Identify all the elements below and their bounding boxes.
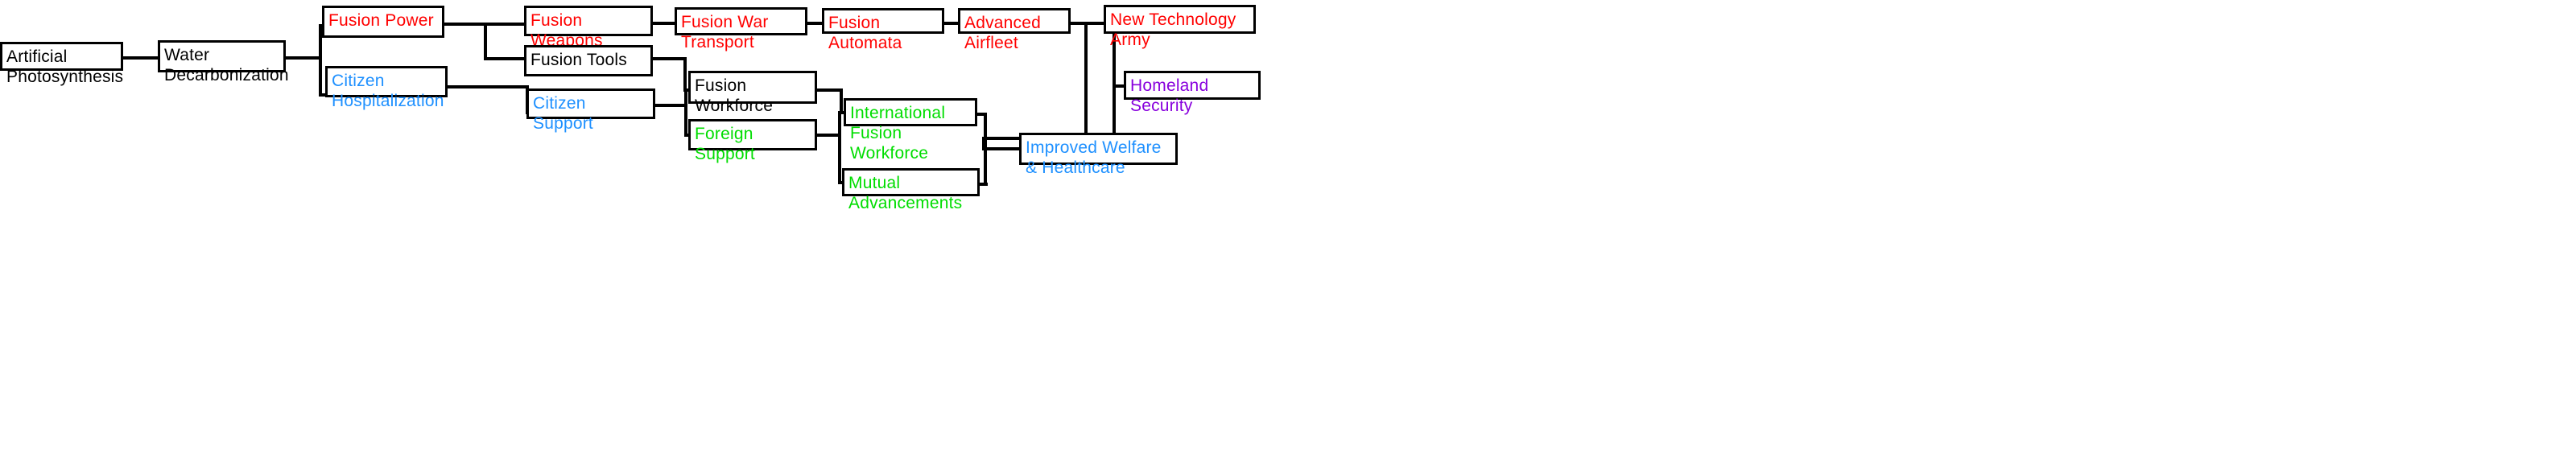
connector-line-nta-to-hs <box>1113 84 1125 88</box>
connector-line-ifw-down-v <box>984 113 987 149</box>
connector-line-fs-out <box>817 134 841 137</box>
tech-node-water-decarbonization[interactable]: Water Decarbonization <box>158 40 289 84</box>
connector-line-ft-down-v <box>683 57 687 92</box>
tech-node-international-fusion-workforce[interactable]: International Fusion Workforce <box>844 98 977 163</box>
connector-line-iw-in <box>982 147 1022 150</box>
tech-node-fusion-tools[interactable]: Fusion Tools <box>524 45 653 76</box>
tech-node-fusion-war-transport[interactable]: Fusion War Transport <box>675 7 807 51</box>
tech-node-label: Citizen Support <box>533 94 593 133</box>
tech-node-label: Citizen Hospitalization <box>332 72 444 110</box>
connector-line-ch-out <box>448 85 529 88</box>
connector-line-wd-to-ch <box>319 93 328 97</box>
tech-node-label: Artificial Photosynthesis <box>6 47 124 86</box>
tech-node-label: Advanced Airfleet <box>964 14 1042 52</box>
tech-node-label: Homeland Security <box>1130 76 1209 115</box>
connector-line-cs-down-v <box>684 104 687 135</box>
connector-line-cs-out <box>655 104 687 107</box>
connector-line-ma-up-v <box>984 147 987 184</box>
connector-line-cs-to-fs <box>684 134 691 137</box>
tech-node-fusion-power[interactable]: Fusion Power <box>322 6 444 38</box>
connector-line-fs-to-ma <box>838 181 845 184</box>
connector-line-fp-to-ft <box>484 57 526 60</box>
tech-node-fusion-weapons[interactable]: Fusion Weapons <box>524 6 653 50</box>
connector-line-fwf-out <box>817 88 843 92</box>
tech-node-label: Fusion War Transport <box>681 13 769 51</box>
connector-line-fp-split-v <box>484 23 487 60</box>
tech-node-foreign-support[interactable]: Foreign Support <box>688 119 817 163</box>
connector-line-wd-out <box>286 56 322 60</box>
tech-node-improved-welfare-healthcare[interactable]: Improved Welfare & Healthcare <box>1019 133 1178 177</box>
tech-node-citizen-support[interactable]: Citizen Support <box>526 88 655 133</box>
connector-line-ma-out <box>980 183 988 186</box>
tech-node-label: Fusion Tools <box>530 51 627 69</box>
connector-line-fw-out <box>653 22 675 25</box>
tech-node-label: Water Decarbonization <box>164 46 289 84</box>
connector-line-ifw-out <box>977 113 987 116</box>
connector-line-fwt-out <box>807 22 825 25</box>
tech-node-label: International Fusion Workforce <box>850 104 946 163</box>
connector-line-fs-down-v <box>838 134 841 184</box>
tech-node-label: Fusion Automata <box>828 14 902 52</box>
connector-line-aa-down-v <box>1084 22 1088 140</box>
tech-node-new-technology-army[interactable]: New Technology Army <box>1104 5 1256 49</box>
connector-line-aa-out <box>1071 22 1107 25</box>
connector-line-ap-wd <box>123 56 158 60</box>
connector-line-wd-split-v <box>319 24 322 97</box>
tech-node-label: Foreign Support <box>695 125 755 163</box>
connector-line-fwf-down-v <box>840 88 843 113</box>
tech-node-citizen-hospitalization[interactable]: Citizen Hospitalization <box>325 66 448 110</box>
tech-node-advanced-airfleet[interactable]: Advanced Airfleet <box>958 8 1071 52</box>
tech-node-fusion-workforce[interactable]: Fusion Workforce <box>688 71 817 115</box>
connector-line-ft-out <box>653 57 687 60</box>
tech-node-label: Mutual Advancements <box>848 174 963 212</box>
tech-node-label: New Technology Army <box>1110 10 1236 49</box>
connector-line-cs-up-v <box>684 88 687 107</box>
connector-line-nta-down-v <box>1113 34 1116 148</box>
tech-node-mutual-advancements[interactable]: Mutual Advancements <box>842 168 980 212</box>
tech-node-label: Fusion Workforce <box>695 76 774 115</box>
connector-line-fs-up-v <box>838 111 841 137</box>
tech-node-fusion-automata[interactable]: Fusion Automata <box>822 8 944 52</box>
connector-line-fa-out <box>944 22 961 25</box>
tech-node-label: Fusion Power <box>328 11 434 30</box>
tech-node-artificial-photosynthesis[interactable]: Artificial Photosynthesis <box>0 42 123 86</box>
tech-node-label: Improved Welfare & Healthcare <box>1026 138 1162 177</box>
connector-line-ft-to-fwf <box>683 88 691 92</box>
tech-node-homeland-security[interactable]: Homeland Security <box>1124 71 1261 115</box>
